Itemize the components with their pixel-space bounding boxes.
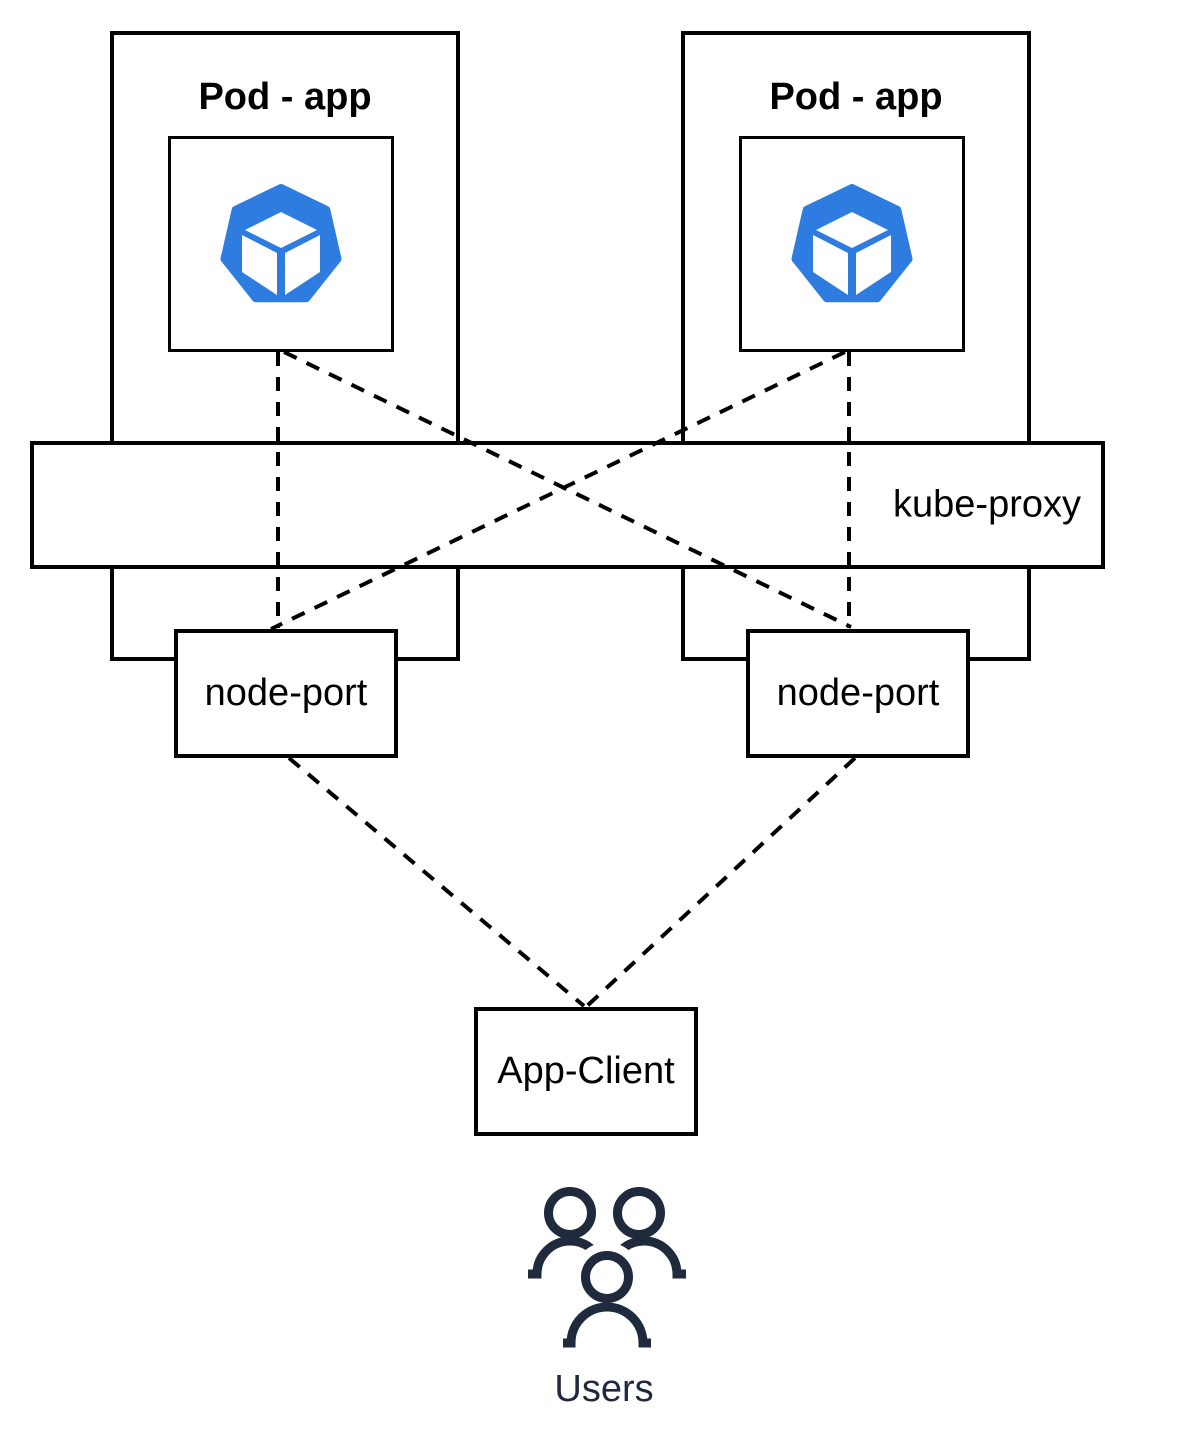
dashed-line-nodeportright-appclient bbox=[585, 756, 857, 1008]
users-label: Users bbox=[554, 1368, 654, 1410]
kubernetes-pod-icon bbox=[220, 184, 342, 303]
users-group-icon bbox=[528, 1187, 686, 1357]
node-port-label-right: node-port bbox=[776, 672, 940, 714]
node-port-box-left: node-port bbox=[174, 629, 398, 758]
pod-title-left: Pod - app bbox=[198, 76, 372, 118]
users-icon-wrap bbox=[527, 1185, 687, 1357]
app-client-box: App-Client bbox=[474, 1007, 698, 1136]
container-box-right bbox=[739, 136, 965, 352]
pod-title-right: Pod - app bbox=[769, 76, 943, 118]
node-port-box-right: node-port bbox=[746, 629, 970, 758]
node-port-label-left: node-port bbox=[204, 672, 368, 714]
container-box-left bbox=[168, 136, 394, 352]
app-client-label: App-Client bbox=[497, 1050, 675, 1092]
dashed-line-nodeportleft-appclient bbox=[287, 756, 586, 1008]
kube-proxy-label: kube-proxy bbox=[893, 483, 1081, 526]
kube-proxy-bar: kube-proxy bbox=[30, 441, 1105, 569]
kubernetes-pod-icon bbox=[791, 184, 913, 303]
